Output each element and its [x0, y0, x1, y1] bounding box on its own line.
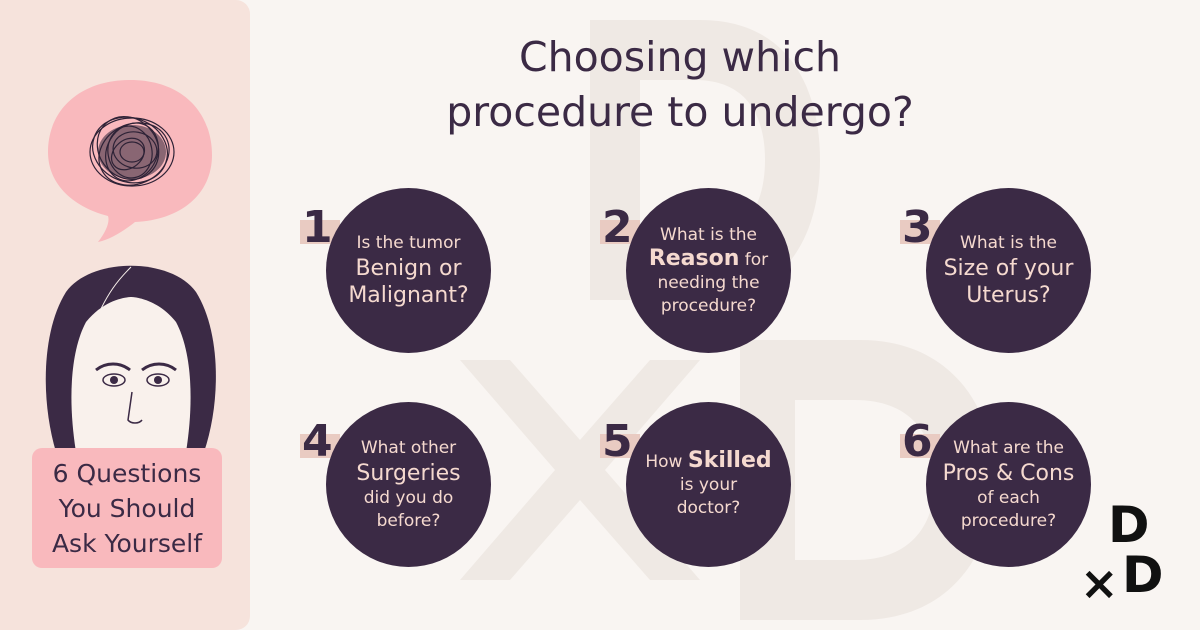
subtitle-line: 6 Questions: [52, 458, 202, 488]
question-line: procedure?: [960, 510, 1057, 531]
question-circle: What are the Pros & Cons of each procedu…: [926, 402, 1091, 567]
question-line: What other: [360, 437, 457, 458]
left-panel: 6 Questions You Should Ask Yourself: [0, 0, 250, 630]
logo-letter: D: [1122, 546, 1164, 604]
question-4: 4 What other Surgeries did you do before…: [300, 402, 491, 577]
logo-letter: D: [1108, 496, 1150, 554]
question-line-tail: for: [739, 249, 769, 270]
question-circle: What is the Size of your Uterus?: [926, 188, 1091, 353]
question-line: doctor?: [676, 498, 741, 518]
question-1: 1 Is the tumor Benign or Malignant?: [300, 188, 491, 363]
question-emphasis: Reason: [648, 245, 740, 271]
question-2: 2 What is the Reason for needing the pro…: [600, 188, 791, 363]
question-5: 5 How Skilled is your doctor?: [600, 402, 791, 577]
question-line: needing the: [657, 272, 760, 293]
question-6: 6 What are the Pros & Cons of each proce…: [900, 402, 1091, 577]
question-line: What is the: [660, 224, 757, 245]
question-emphasis: Skilled: [687, 448, 772, 473]
question-circle: How Skilled is your doctor?: [626, 402, 791, 567]
woman-face-icon: [45, 265, 216, 452]
question-circle: What other Surgeries did you do before?: [326, 402, 491, 567]
question-circle: What is the Reason for needing the proce…: [626, 188, 791, 353]
subtitle-line: You Should: [58, 493, 196, 523]
scribble-thought-bubble-icon: [48, 80, 212, 242]
question-line: What are the: [953, 437, 1064, 458]
question-line: Pros & Cons: [942, 460, 1075, 486]
question-number: 5: [602, 416, 633, 467]
question-number: 6: [902, 416, 933, 467]
question-3: 3 What is the Size of your Uterus?: [900, 188, 1091, 363]
logo-cross: ×: [1080, 556, 1119, 610]
question-line: Uterus?: [966, 283, 1051, 308]
question-line: How Skilled: [645, 449, 771, 474]
question-number: 3: [902, 202, 933, 253]
question-line: Is the tumor: [356, 233, 461, 253]
question-circle: Is the tumor Benign or Malignant?: [326, 188, 491, 353]
question-line: of each: [977, 487, 1040, 508]
question-line: is your: [679, 475, 738, 495]
question-line: What is the: [960, 233, 1057, 253]
question-line: procedure?: [660, 295, 757, 316]
subtitle-box: 6 Questions You Should Ask Yourself: [32, 448, 222, 568]
question-number: 1: [302, 202, 333, 253]
question-line: Surgeries: [356, 460, 461, 486]
question-line: Reason for: [649, 247, 768, 272]
question-number: 4: [302, 416, 333, 467]
question-line: before?: [376, 510, 441, 531]
page-title: Choosing which procedure to undergo?: [330, 30, 1030, 140]
subtitle-line: Ask Yourself: [51, 528, 203, 558]
question-line: Benign or: [355, 256, 462, 281]
dxd-logo: D × D: [1078, 496, 1172, 610]
title-line: procedure to undergo?: [446, 88, 914, 136]
title-line: Choosing which: [518, 33, 841, 81]
question-line-head: How: [645, 452, 688, 472]
question-line: did you do: [363, 487, 454, 508]
question-line: Malignant?: [348, 283, 469, 308]
question-line: Size of your: [943, 256, 1074, 281]
question-number: 2: [602, 202, 633, 253]
